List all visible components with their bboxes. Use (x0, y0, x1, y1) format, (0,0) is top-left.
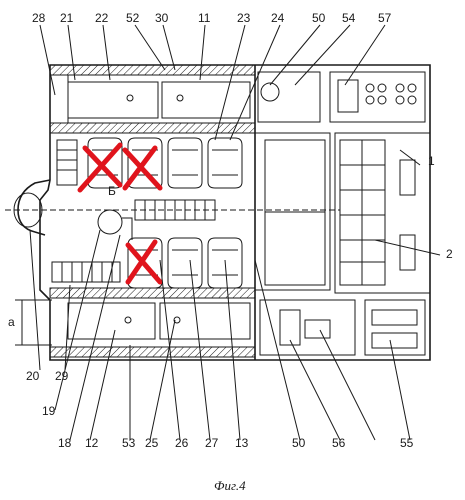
label-21: 21 (60, 11, 74, 25)
label-29: 29 (55, 369, 69, 383)
label-20: 20 (26, 369, 40, 383)
label-19: 19 (42, 404, 56, 418)
label-11: 11 (198, 11, 211, 25)
top-storage-compartments (49, 74, 251, 124)
label-25: 25 (145, 436, 159, 450)
label-50-bottom: 50 (292, 436, 306, 450)
label-54: 54 (342, 11, 356, 25)
label-53: 53 (122, 436, 136, 450)
label-27: 27 (205, 436, 219, 450)
bottom-right-units (259, 299, 426, 356)
top-wall (49, 64, 256, 134)
label-a: a (8, 315, 15, 329)
label-28: 28 (32, 11, 46, 25)
label-57: 57 (378, 11, 392, 25)
figure-caption: Фиг.4 (214, 478, 246, 493)
leader-lines (29, 24, 441, 441)
label-56: 56 (332, 436, 346, 450)
label-12: 12 (85, 436, 99, 450)
label-50-top: 50 (312, 11, 326, 25)
bottom-storage-compartments (67, 302, 251, 340)
label-1: 1 (428, 154, 435, 168)
label-22: 22 (95, 11, 109, 25)
label-30: 30 (155, 11, 169, 25)
seats-bottom-row (51, 237, 243, 289)
engine-section (254, 65, 426, 360)
label-52: 52 (126, 11, 140, 25)
reference-numerals: 28 21 22 52 30 11 23 24 50 54 57 1 2 Б a… (8, 11, 453, 450)
label-13: 13 (235, 436, 249, 450)
label-55: 55 (400, 436, 414, 450)
label-18: 18 (58, 436, 72, 450)
label-23: 23 (237, 11, 251, 25)
seats-top-row (56, 137, 243, 189)
central-bench (97, 199, 216, 240)
label-2: 2 (446, 247, 453, 261)
label-24: 24 (271, 11, 285, 25)
red-cross-marks (77, 142, 163, 285)
vehicle-hull (5, 64, 431, 361)
dimension-a (15, 299, 52, 346)
label-26: 26 (175, 436, 189, 450)
bottom-wall (49, 287, 256, 358)
battery-block (334, 132, 431, 294)
label-b: Б (108, 184, 116, 198)
